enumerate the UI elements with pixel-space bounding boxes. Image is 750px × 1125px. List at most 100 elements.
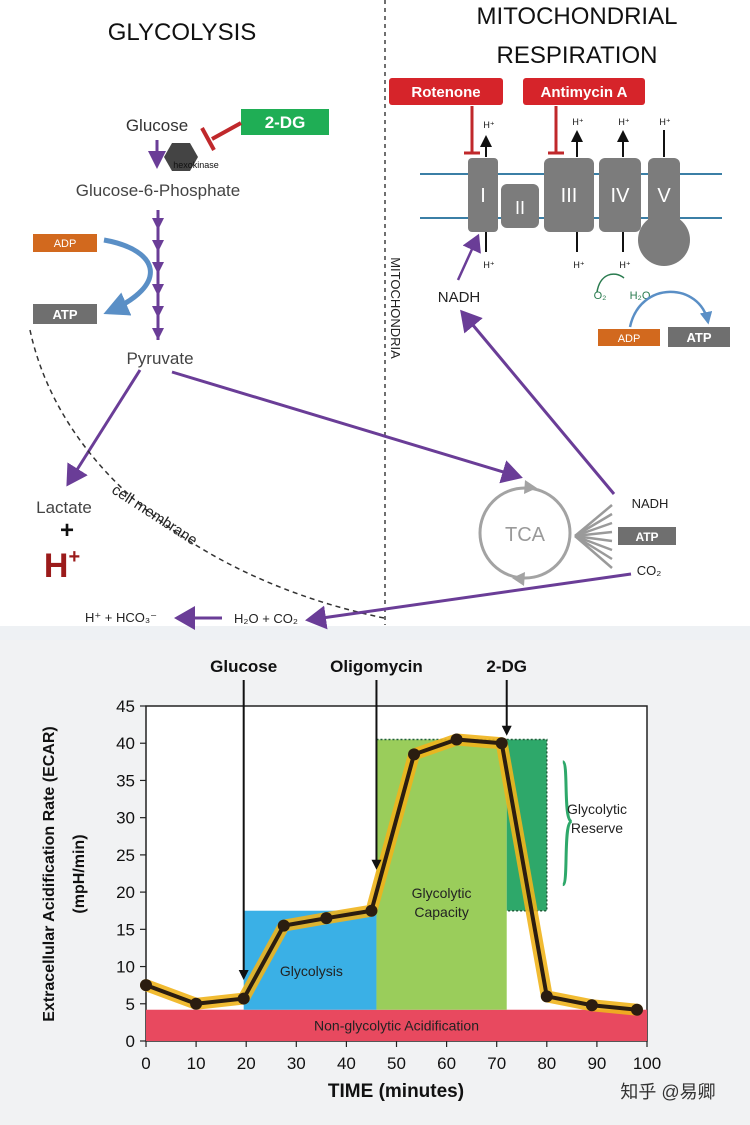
x-tick-label: 60 [437, 1054, 456, 1073]
y-axis-unit: (mpH/min) [71, 834, 88, 913]
complex-V-head [638, 214, 690, 266]
y-tick-label: 5 [126, 995, 135, 1014]
region-0 [146, 1009, 647, 1041]
proton-pump-arrows [480, 130, 665, 252]
atp-synthesis-curve [628, 290, 713, 328]
tca-arrowhead-2 [512, 572, 525, 586]
data-point [495, 737, 508, 750]
antimycin-tag [523, 78, 645, 105]
svg-text:H⁺: H⁺ [618, 117, 629, 127]
injection-arrowhead [238, 969, 249, 980]
svg-text:H⁺: H⁺ [659, 117, 670, 127]
y-tick-label: 40 [116, 734, 135, 753]
complex-V-label: V [657, 185, 671, 207]
g6p-label: Glucose-6-Phosphate [76, 181, 240, 200]
region-2 [376, 739, 507, 1010]
complex-IV [599, 158, 641, 232]
nadh-label-tca: NADH [632, 496, 669, 511]
complex-IV-label: IV [611, 185, 631, 207]
lactate-plus: + [60, 517, 74, 544]
cell-membrane-label: cell membrane [109, 481, 201, 549]
tca-nadh-arrow [460, 309, 616, 495]
atp-tag-mito [668, 327, 730, 347]
mitochondria-label: MITOCHONDRIA [388, 257, 403, 359]
svg-text:H⁺: H⁺ [573, 260, 584, 270]
adp-tag-mito [598, 329, 660, 346]
injection-arrowhead [371, 859, 382, 870]
rotenone-tag [389, 78, 503, 105]
reserve-outline [506, 738, 548, 912]
glycolysis-title: GLYCOLYSIS [108, 19, 257, 46]
region-label-glycolysis: Glycolysis [280, 963, 343, 979]
ecar-series-line [145, 737, 638, 1012]
y-tick-label: 45 [116, 697, 135, 716]
y-tick-label: 25 [116, 846, 135, 865]
complex-II-label: II [515, 198, 525, 218]
x-tick-label: 20 [237, 1054, 256, 1073]
atp-tag-tca [618, 527, 676, 545]
x-tick-label: 50 [387, 1054, 406, 1073]
nadh-label-upper: NADH [438, 289, 481, 306]
data-point [540, 990, 553, 1003]
x-tick-label: 0 [141, 1054, 150, 1073]
co2-export-arrow [305, 572, 632, 630]
x-tick-label: 40 [337, 1054, 356, 1073]
x-axis-label: TIME (minutes) [328, 1081, 464, 1102]
data-point [140, 979, 152, 992]
x-tick-label: 10 [187, 1054, 206, 1073]
pyruvate-label: Pyruvate [126, 349, 193, 368]
complex-III-label: III [561, 185, 578, 207]
y-tick-label: 0 [126, 1032, 135, 1051]
data-point [630, 1003, 643, 1016]
atp-tag-glycolysis [33, 304, 97, 324]
data-point [585, 999, 598, 1012]
complex-III [544, 158, 594, 232]
injection-label: Glucose [210, 657, 277, 676]
x-tick-label: 90 [587, 1054, 606, 1073]
o2-label: O₂ [594, 290, 607, 302]
tca-arrowhead-1 [524, 480, 537, 494]
mito-title-line2: RESPIRATION [497, 42, 658, 69]
x-tick-label: 30 [287, 1054, 306, 1073]
glycolysis-step-arrows [152, 210, 164, 340]
watermark: 知乎 @易卿 [620, 1082, 715, 1102]
tca-label: TCA [505, 524, 546, 546]
data-point [320, 912, 333, 925]
twodg-inhibit [211, 121, 242, 141]
shaded-regions: Non-glycolytic AcidificationGlycolysisGl… [146, 738, 647, 1041]
injection-label: Oligomycin [330, 657, 423, 676]
y-tick-label: 20 [116, 883, 135, 902]
data-point [237, 992, 250, 1005]
data-point [408, 748, 421, 761]
hexokinase-shape [164, 143, 198, 171]
twodg-tag-text: 2-DG [265, 113, 306, 132]
reserve-brace [561, 760, 574, 887]
cell-membrane-curve [29, 329, 385, 619]
water-co2-label: H₂O + CO₂ [234, 611, 298, 626]
oxygen-water-arrow [596, 273, 625, 293]
atp-text-mito: ATP [686, 330, 711, 345]
y-tick-label: 10 [116, 958, 135, 977]
complex-II [501, 184, 539, 228]
rotenone-text: Rotenone [411, 84, 480, 101]
bicarbonate-label: H⁺ + HCO₃⁻ [85, 610, 157, 625]
data-point [190, 997, 203, 1010]
ecar-chart: Non-glycolytic AcidificationGlycolysisGl… [0, 640, 750, 1125]
nadh-complex-I-arrow [456, 233, 481, 281]
metabolism-diagram: GLYCOLYSIS MITOCHONDRIAL RESPIRATION Glu… [0, 0, 750, 640]
twodg-tag [241, 109, 329, 135]
x-tick-label: 100 [633, 1054, 661, 1073]
pyruvate-lactate-arrow [66, 369, 142, 487]
atp-text-glycolysis: ATP [52, 307, 77, 322]
pyruvate-tca-arrow [171, 370, 523, 484]
region-label-capacity-line2: Capacity [414, 904, 468, 920]
region-label-reserve-line2: Reserve [571, 820, 623, 836]
glucose-label: Glucose [126, 116, 188, 135]
complex-I [468, 158, 498, 232]
proton-label: H+ [44, 546, 80, 585]
atp-text-tca: ATP [635, 530, 658, 544]
adp-atp-curve [103, 237, 153, 316]
injection-label: 2-DG [486, 657, 527, 676]
